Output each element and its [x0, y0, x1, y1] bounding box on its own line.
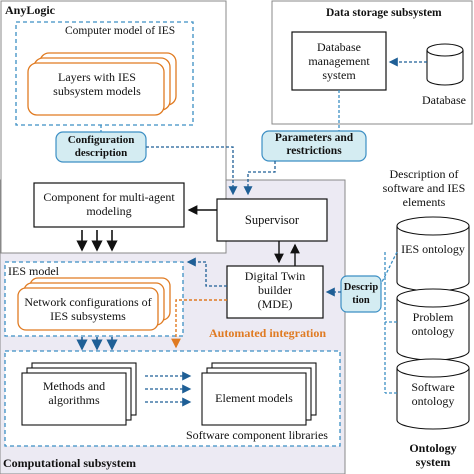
- element-models-label: Element models: [215, 391, 293, 405]
- parameters-label: Parameters and restrictions: [274, 132, 354, 157]
- parameters-callout: [261, 130, 367, 162]
- connector-automated-integration: [171, 299, 227, 349]
- description-callout: [340, 275, 382, 313]
- computational-title: Computational subsystem: [3, 456, 137, 470]
- supervisor-label: Supervisor: [244, 213, 300, 227]
- network-config-label: Network configurations of IES subsystems: [24, 295, 152, 323]
- dt-builder-box: [226, 265, 324, 319]
- software-ontology-label: Software ontology: [411, 380, 455, 408]
- computer-model-label: Computer model of IES: [65, 25, 176, 37]
- configuration-label: Configuration description: [67, 134, 135, 159]
- dt-builder-line2: builder: [258, 283, 292, 297]
- ontology-title: Ontology system: [409, 441, 457, 469]
- database-cylinder: [426, 50, 464, 86]
- dt-builder-line3: (MDE): [257, 297, 293, 311]
- description-label: Description: [343, 282, 379, 306]
- problem-ontology-label: Problem ontology: [411, 310, 455, 338]
- ies-ontology-label: IES ontology: [401, 242, 465, 256]
- automated-integration-label: Automated integration: [209, 326, 326, 340]
- ies-ontology-cylinder: [396, 226, 470, 292]
- connector-parameters-to-supervisor: [243, 161, 276, 196]
- element-models-stack-front: [201, 372, 307, 426]
- supervisor-box: [216, 198, 328, 242]
- database-label: Database: [422, 93, 466, 107]
- connector-dtbuilder-to-iesmodel: [186, 257, 227, 287]
- methods-label: Methods and algorithms: [42, 379, 106, 407]
- anylogic-title: AnyLogic: [5, 3, 56, 17]
- methods-stack-front: [21, 372, 127, 426]
- connector-ies-ontology: [380, 251, 398, 285]
- software-ontology-cylinder: [396, 368, 470, 430]
- multiagent-label: Component for multi-agent modeling: [43, 190, 175, 218]
- connector-config-to-supervisor: [146, 146, 238, 196]
- network-stack-front: [17, 287, 159, 331]
- ies-model-label: IES model: [8, 264, 59, 278]
- dbms-label: Database management system: [308, 40, 370, 82]
- dbms-box: [291, 31, 387, 91]
- ontology-header-label: Description of software and IES elements: [382, 167, 466, 209]
- layers-stack-front: [27, 62, 165, 116]
- dt-builder-line1: Digital Twin: [244, 269, 306, 283]
- multiagent-box: [33, 182, 185, 228]
- layers-label: Layers with IES subsystem models: [53, 70, 141, 98]
- data-storage-title: Data storage subsystem: [326, 7, 442, 19]
- libraries-label: Software component libraries: [186, 428, 328, 442]
